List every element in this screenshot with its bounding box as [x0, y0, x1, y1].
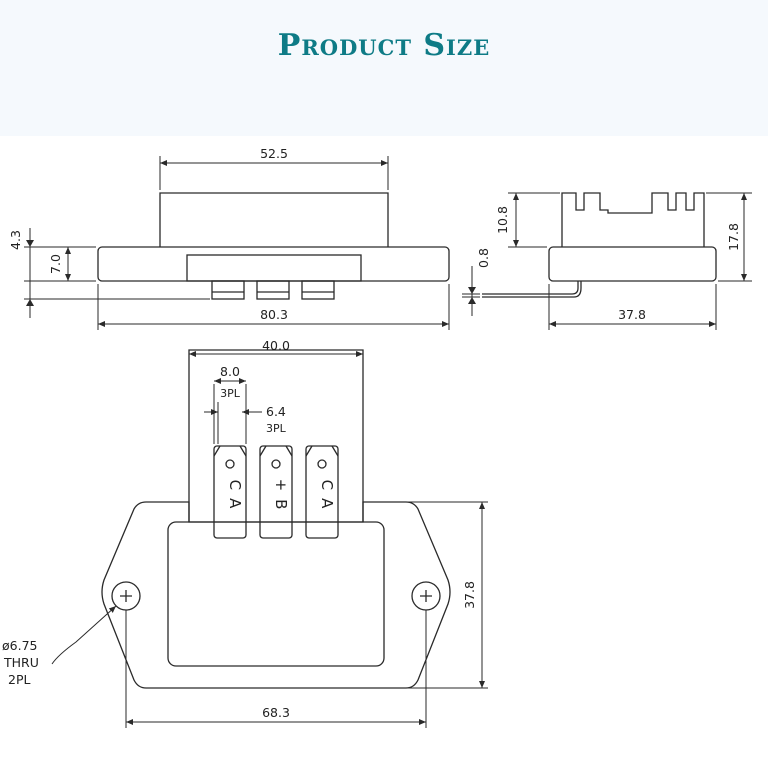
front-upper-block	[159, 192, 389, 247]
terminal-label-part: A	[226, 498, 244, 509]
dim-label-80-3: 80.3	[260, 307, 288, 322]
front-terminal-window	[186, 254, 362, 282]
top-view	[51, 349, 488, 728]
dim-label-52-5: 52.5	[260, 146, 288, 161]
front-terminal-1	[211, 280, 245, 300]
top-terminal-right	[305, 445, 339, 539]
terminal-label-part: A	[318, 498, 336, 509]
dim-label-0-8: 0.8	[476, 248, 491, 268]
dim-label-6-4: 6.4	[266, 404, 286, 419]
terminal-label-part: +	[272, 479, 290, 492]
dim-label-8-0: 8.0	[220, 364, 240, 379]
top-inner-pocket	[167, 521, 385, 667]
hole-note-thru: THRU	[3, 655, 39, 670]
side-base	[548, 246, 717, 282]
side-fin-profile	[561, 192, 705, 247]
terminal-label-part: B	[272, 499, 290, 509]
page-title: Product Size	[277, 28, 491, 63]
dim-label-10-8: 10.8	[495, 206, 510, 234]
front-terminal-3	[301, 280, 335, 300]
top-terminal-left	[213, 445, 247, 539]
dim-label-8-0-qty: 3PL	[220, 387, 241, 400]
side-view	[462, 192, 752, 330]
dim-label-4-3: 4.3	[8, 230, 23, 250]
terminal-label-part: C	[226, 480, 244, 490]
top-outer-flange	[101, 501, 451, 689]
terminal-labels: CA +B CA	[226, 479, 336, 510]
dim-label-37-8-body: 37.8	[462, 581, 477, 609]
front-view	[24, 156, 450, 330]
front-base-plate	[97, 246, 450, 282]
dim-label-6-4-qty: 3PL	[266, 422, 287, 435]
dim-label-40-0: 40.0	[262, 338, 290, 353]
front-terminal-2	[256, 280, 290, 300]
hole-diameter-label: ø6.75	[2, 638, 37, 653]
dim-label-17-8: 17.8	[726, 223, 741, 251]
terminal-label-part: C	[318, 480, 336, 490]
dim-label-68-3: 68.3	[262, 705, 290, 720]
terminal-label-right: CA	[318, 480, 336, 509]
hole-leader	[51, 605, 117, 665]
header-band	[0, 0, 768, 136]
top-terminal-middle	[259, 445, 293, 539]
terminal-label-left: CA	[226, 480, 244, 509]
dim-label-7-0: 7.0	[48, 254, 63, 274]
side-terminal-lead	[482, 281, 579, 295]
terminal-label-middle: +B	[272, 479, 290, 510]
dim-label-37-8-side: 37.8	[618, 307, 646, 322]
top-terminal-block	[188, 349, 364, 522]
hole-note-2pl: 2PL	[8, 672, 30, 687]
